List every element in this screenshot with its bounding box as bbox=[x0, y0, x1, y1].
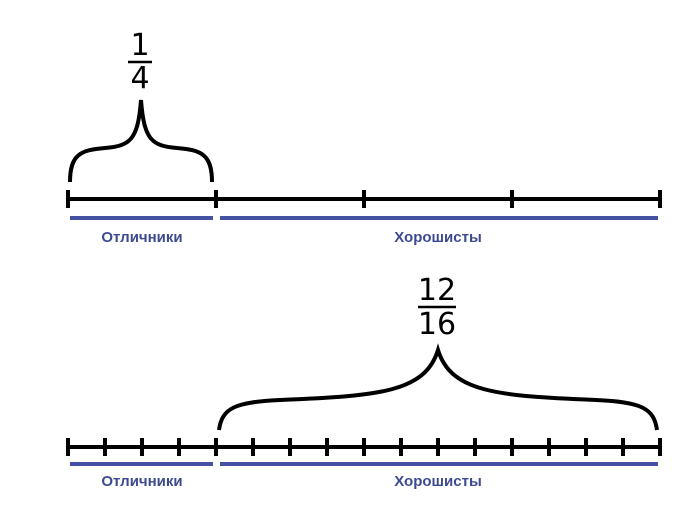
bottom-fraction-denominator: 16 bbox=[418, 307, 456, 342]
bottom-brace bbox=[217, 343, 659, 431]
bottom-label-excellent: Отличники bbox=[101, 473, 182, 490]
bottom-number-line-group: 12 16 Отличники Хорошисты bbox=[66, 273, 662, 490]
bottom-fraction-numerator: 12 bbox=[418, 273, 456, 308]
top-brace bbox=[68, 99, 214, 183]
top-fraction-numerator: 1 bbox=[130, 28, 149, 63]
top-fraction-denominator: 4 bbox=[130, 61, 149, 96]
top-label-excellent: Отличники bbox=[101, 229, 182, 246]
top-label-good: Хорошисты bbox=[394, 229, 482, 246]
bottom-label-good: Хорошисты bbox=[394, 473, 482, 490]
top-number-line-group: 1 4 Отличники Хорошисты bbox=[66, 28, 662, 246]
